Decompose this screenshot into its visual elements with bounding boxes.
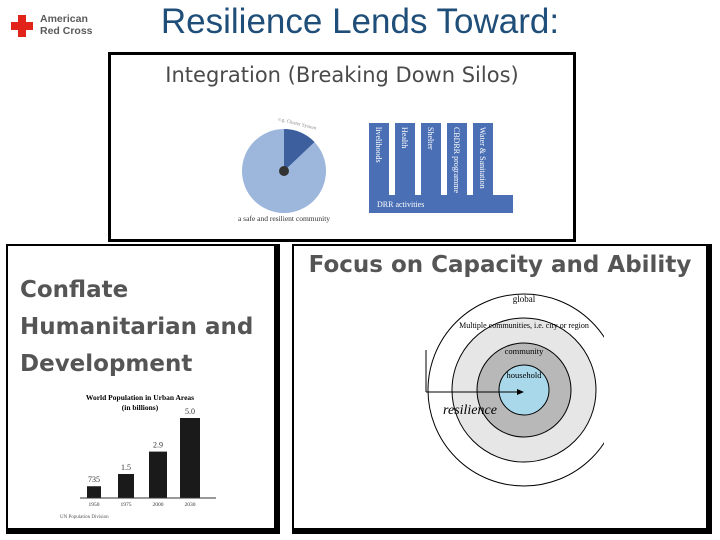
silo-bar xyxy=(421,123,441,195)
chart-source: UN Population Division xyxy=(60,515,109,520)
chart-title-line2: (in billions) xyxy=(122,403,159,412)
ring-household xyxy=(498,364,550,416)
urban-bar-value: 5.0 xyxy=(185,407,195,416)
pie-slice xyxy=(284,128,315,171)
urban-bar-category: 2000 xyxy=(153,502,164,508)
chart-title-line1: World Population in Urban Areas xyxy=(86,393,194,402)
red-cross-icon xyxy=(11,15,33,37)
urban-bar-category: 1975 xyxy=(121,502,132,508)
urban-bar xyxy=(149,451,167,498)
urban-bar xyxy=(87,486,101,498)
drr-activities-label: DRR activities xyxy=(377,200,424,209)
silo-bar-label: livelihoods xyxy=(374,127,383,163)
urban-bar-category: 2030 xyxy=(185,502,196,508)
silo-bar-label: Health xyxy=(400,127,409,148)
conflate-title: Conflate Humanitarian and Development xyxy=(20,277,254,377)
integration-panel: Integration (Breaking Down Silos) e.g. C… xyxy=(108,52,576,242)
silo-bar xyxy=(395,123,415,195)
ring-label-global: global xyxy=(513,294,536,304)
silo-bars-diagram: livelihoods Health Shelter CBDRR programme W… xyxy=(369,123,513,213)
integration-title: Integration (Breaking Down Silos) xyxy=(165,63,519,87)
pie-bottom-label: a safe and resilient community xyxy=(238,214,330,223)
urban-bar xyxy=(118,474,134,498)
resilience-label: resilience xyxy=(443,403,497,418)
silo-bar xyxy=(473,123,493,195)
logo-line2: Red Cross xyxy=(40,25,93,37)
drr-activities-base xyxy=(369,195,513,213)
ring-label-household: household xyxy=(507,370,543,380)
concentric-rings-diagram: global Multiple communities, i.e. city o… xyxy=(425,293,604,487)
urban-population-chart: World Population in Urban Areas (in bill… xyxy=(60,393,216,520)
community-pie-diagram: e.g. Cluster System a safe and resilient… xyxy=(238,117,330,223)
ring-label-multiple: Multiple communities, i.e. city or regio… xyxy=(459,321,589,330)
capacity-title: Focus on Capacity and Ability xyxy=(308,252,692,278)
page-title: Resilience Lends Toward: xyxy=(160,2,560,41)
silo-bar-label: Shelter xyxy=(426,127,435,150)
urban-bar-value: 735 xyxy=(88,475,100,484)
urban-bar-category: 1950 xyxy=(89,502,100,508)
capacity-panel: Focus on Capacity and Ability global Mul… xyxy=(292,244,712,534)
logo-line1: American xyxy=(40,13,88,25)
urban-bar xyxy=(180,418,200,498)
arrow-head-icon xyxy=(517,389,524,395)
urban-bar-value: 2.9 xyxy=(153,441,163,450)
conflate-panel: Conflate Humanitarian and Development Wo… xyxy=(6,244,280,534)
silo-bar-label: Water & Sanitation xyxy=(478,127,487,189)
silo-bar xyxy=(447,123,467,195)
silo-bar xyxy=(369,123,389,195)
ring-label-community: community xyxy=(505,346,544,356)
urban-bar-value: 1.5 xyxy=(121,463,131,472)
people-icon xyxy=(279,166,289,176)
silo-bar-label: CBDRR programme xyxy=(452,127,461,193)
red-cross-logo: American Red Cross xyxy=(8,12,100,40)
ring-label-multiple-text: Multiple communities, i.e. city or regio… xyxy=(459,321,589,330)
